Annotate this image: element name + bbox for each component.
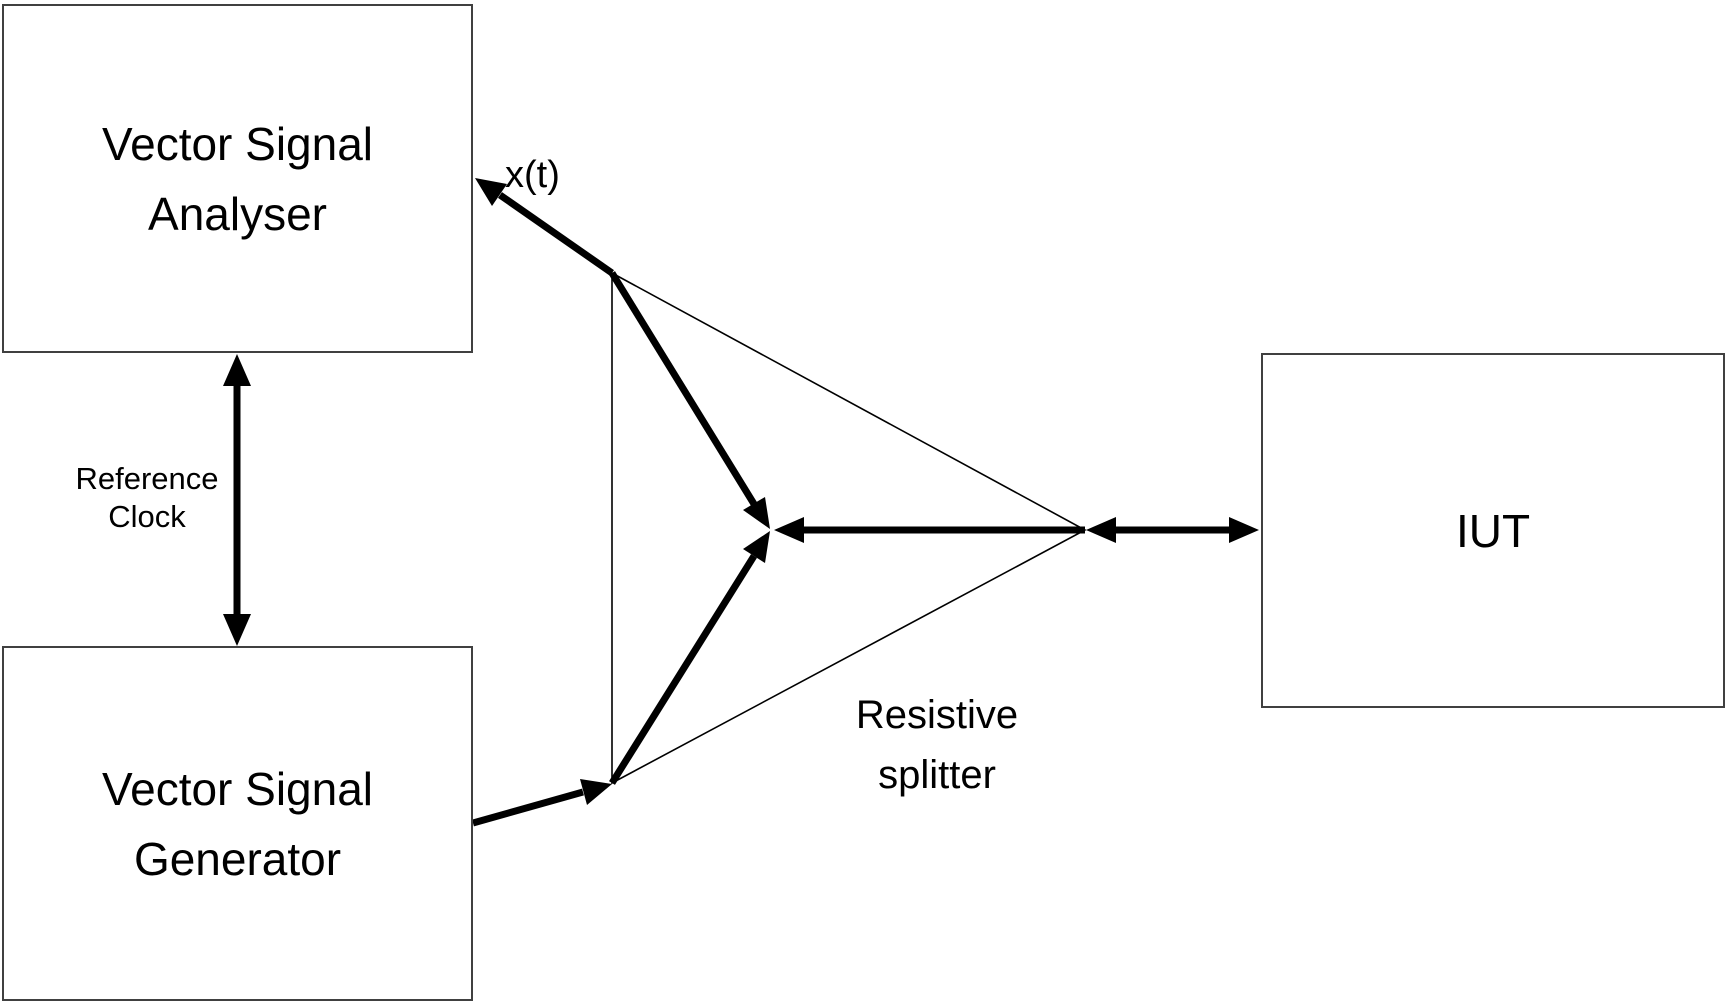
splitter-bottom-branch-arrow (609, 531, 770, 785)
splitter-iut-double-arrow (1086, 517, 1259, 543)
signal-label-xt: x(t) (505, 154, 560, 196)
node-label-line: Generator (133, 832, 342, 885)
node-label-line: Analyser (148, 187, 327, 240)
resistive-splitter-triangle (611, 271, 1087, 785)
splitter-right-branch-arrow (774, 517, 1085, 543)
node-iut-label: IUT (1455, 504, 1531, 557)
resistive-splitter-label-line: splitter (878, 753, 996, 797)
resistive-splitter-label: Resistive splitter (762, 685, 1112, 805)
node-label-line: Vector Signal (101, 762, 374, 815)
node-label-line: Vector Signal (101, 117, 374, 170)
node-iut: IUT (1261, 353, 1725, 708)
reference-clock-label-line: Clock (108, 499, 186, 534)
node-vector-signal-generator: Vector Signal Generator (2, 646, 473, 1001)
xt-output-arrow (475, 178, 615, 276)
resistive-splitter-label-line: Resistive (855, 693, 1019, 737)
reference-clock-double-arrow (223, 354, 251, 646)
node-vector-signal-generator-label: Vector Signal Generator (102, 754, 373, 894)
splitter-top-branch-arrow (609, 271, 770, 529)
reference-clock-label: Reference Clock (37, 460, 257, 536)
reference-clock-label-line: Reference (75, 461, 219, 496)
node-vector-signal-analyser: Vector Signal Analyser (2, 4, 473, 353)
node-vector-signal-analyser-label: Vector Signal Analyser (102, 109, 373, 249)
generator-to-splitter-arrow (472, 779, 612, 827)
